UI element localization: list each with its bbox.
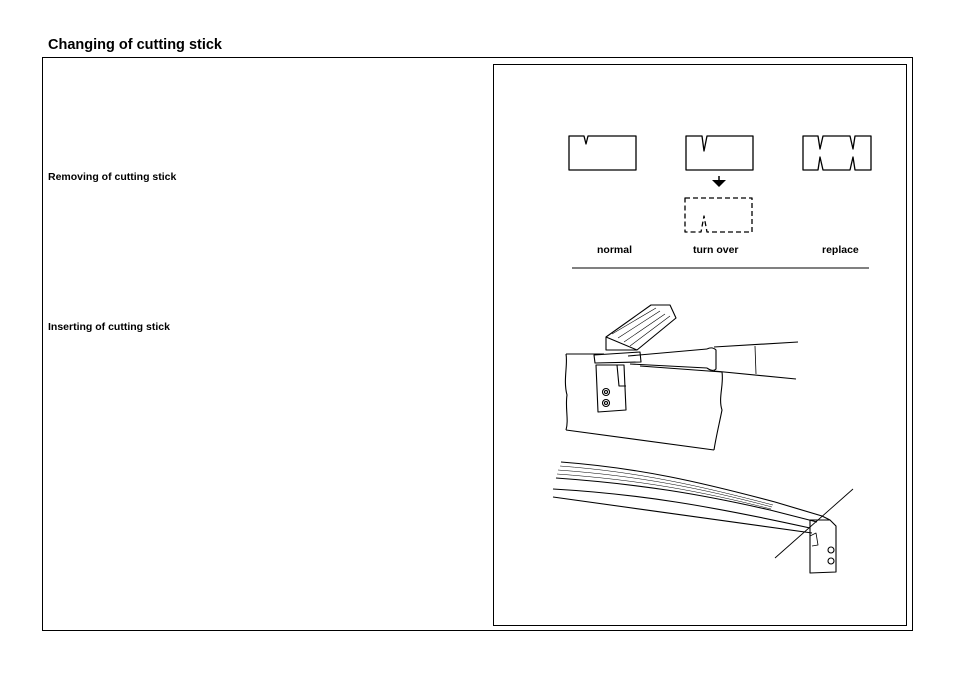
content-frame: [42, 57, 913, 631]
stick-flipped-dashed-diagram: [684, 197, 753, 233]
label-replace: replace: [822, 244, 859, 256]
stick-turn-over-diagram: [685, 135, 754, 171]
removing-section-heading: Removing of cutting stick: [48, 171, 177, 183]
stick-replace-diagram: [802, 135, 872, 171]
page-title: Changing of cutting stick: [48, 37, 222, 53]
down-arrow-icon: [712, 176, 726, 187]
removing-illustration: [564, 304, 799, 451]
inserting-illustration: [552, 461, 854, 574]
label-turn-over: turn over: [693, 244, 739, 256]
figure-frame: [493, 64, 907, 626]
stick-normal-diagram: [568, 135, 637, 171]
inserting-section-heading: Inserting of cutting stick: [48, 321, 170, 333]
label-normal: normal: [597, 244, 633, 256]
